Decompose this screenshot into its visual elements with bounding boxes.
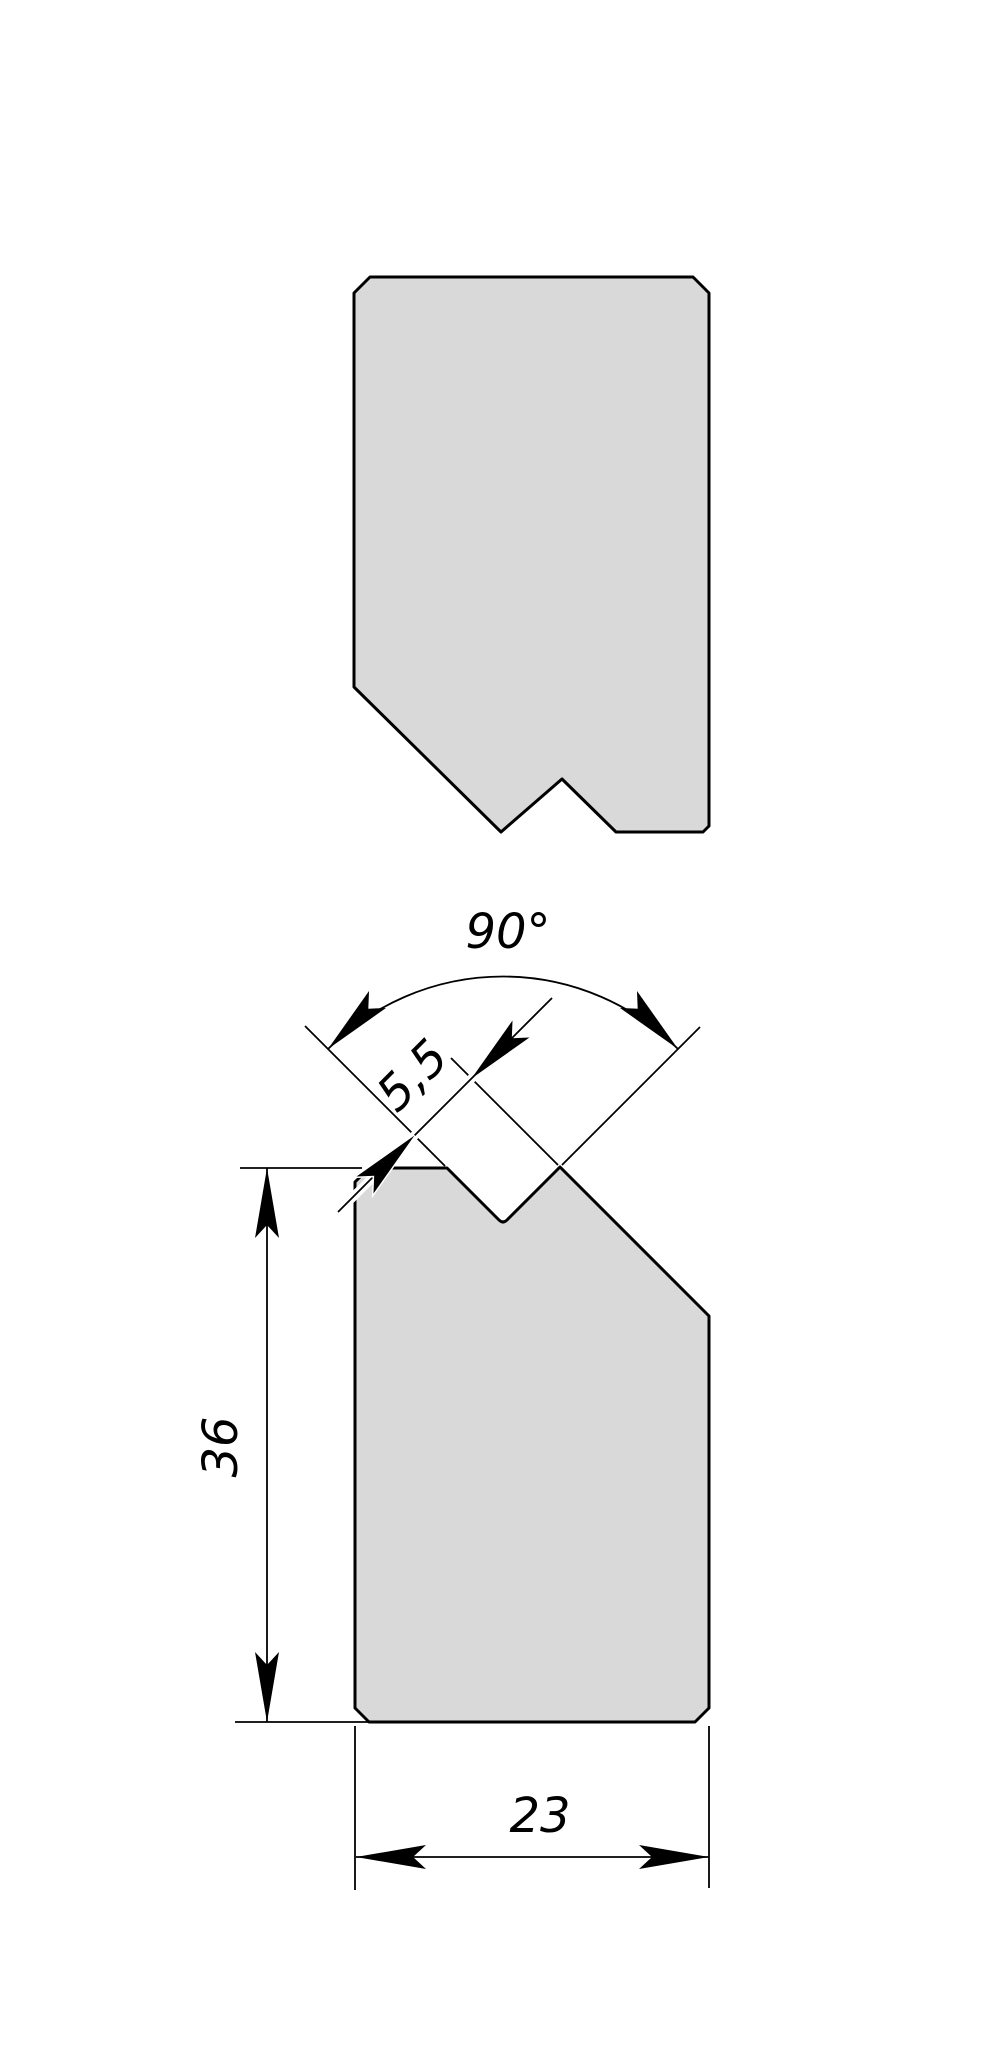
lower-die-profile	[353, 1165, 711, 1724]
upper-die-profile	[352, 275, 711, 834]
height-arrow-top	[255, 1168, 279, 1238]
angle-arrow-right	[620, 991, 678, 1049]
vee-width-extension-line	[450, 1057, 559, 1166]
angle-arrow-left	[328, 991, 386, 1049]
width-arrow-right	[639, 1845, 709, 1869]
angle-extension-line-right	[561, 1026, 701, 1166]
angle-label: 90°	[465, 904, 550, 960]
width-arrow-left	[356, 1845, 426, 1869]
width-label: 23	[509, 1788, 570, 1844]
height-label: 36	[193, 1416, 249, 1477]
height-arrow-bottom	[255, 1652, 279, 1722]
vee-width-arrow-lower	[351, 1134, 416, 1199]
vee-width-arrow-upper	[471, 1020, 530, 1079]
